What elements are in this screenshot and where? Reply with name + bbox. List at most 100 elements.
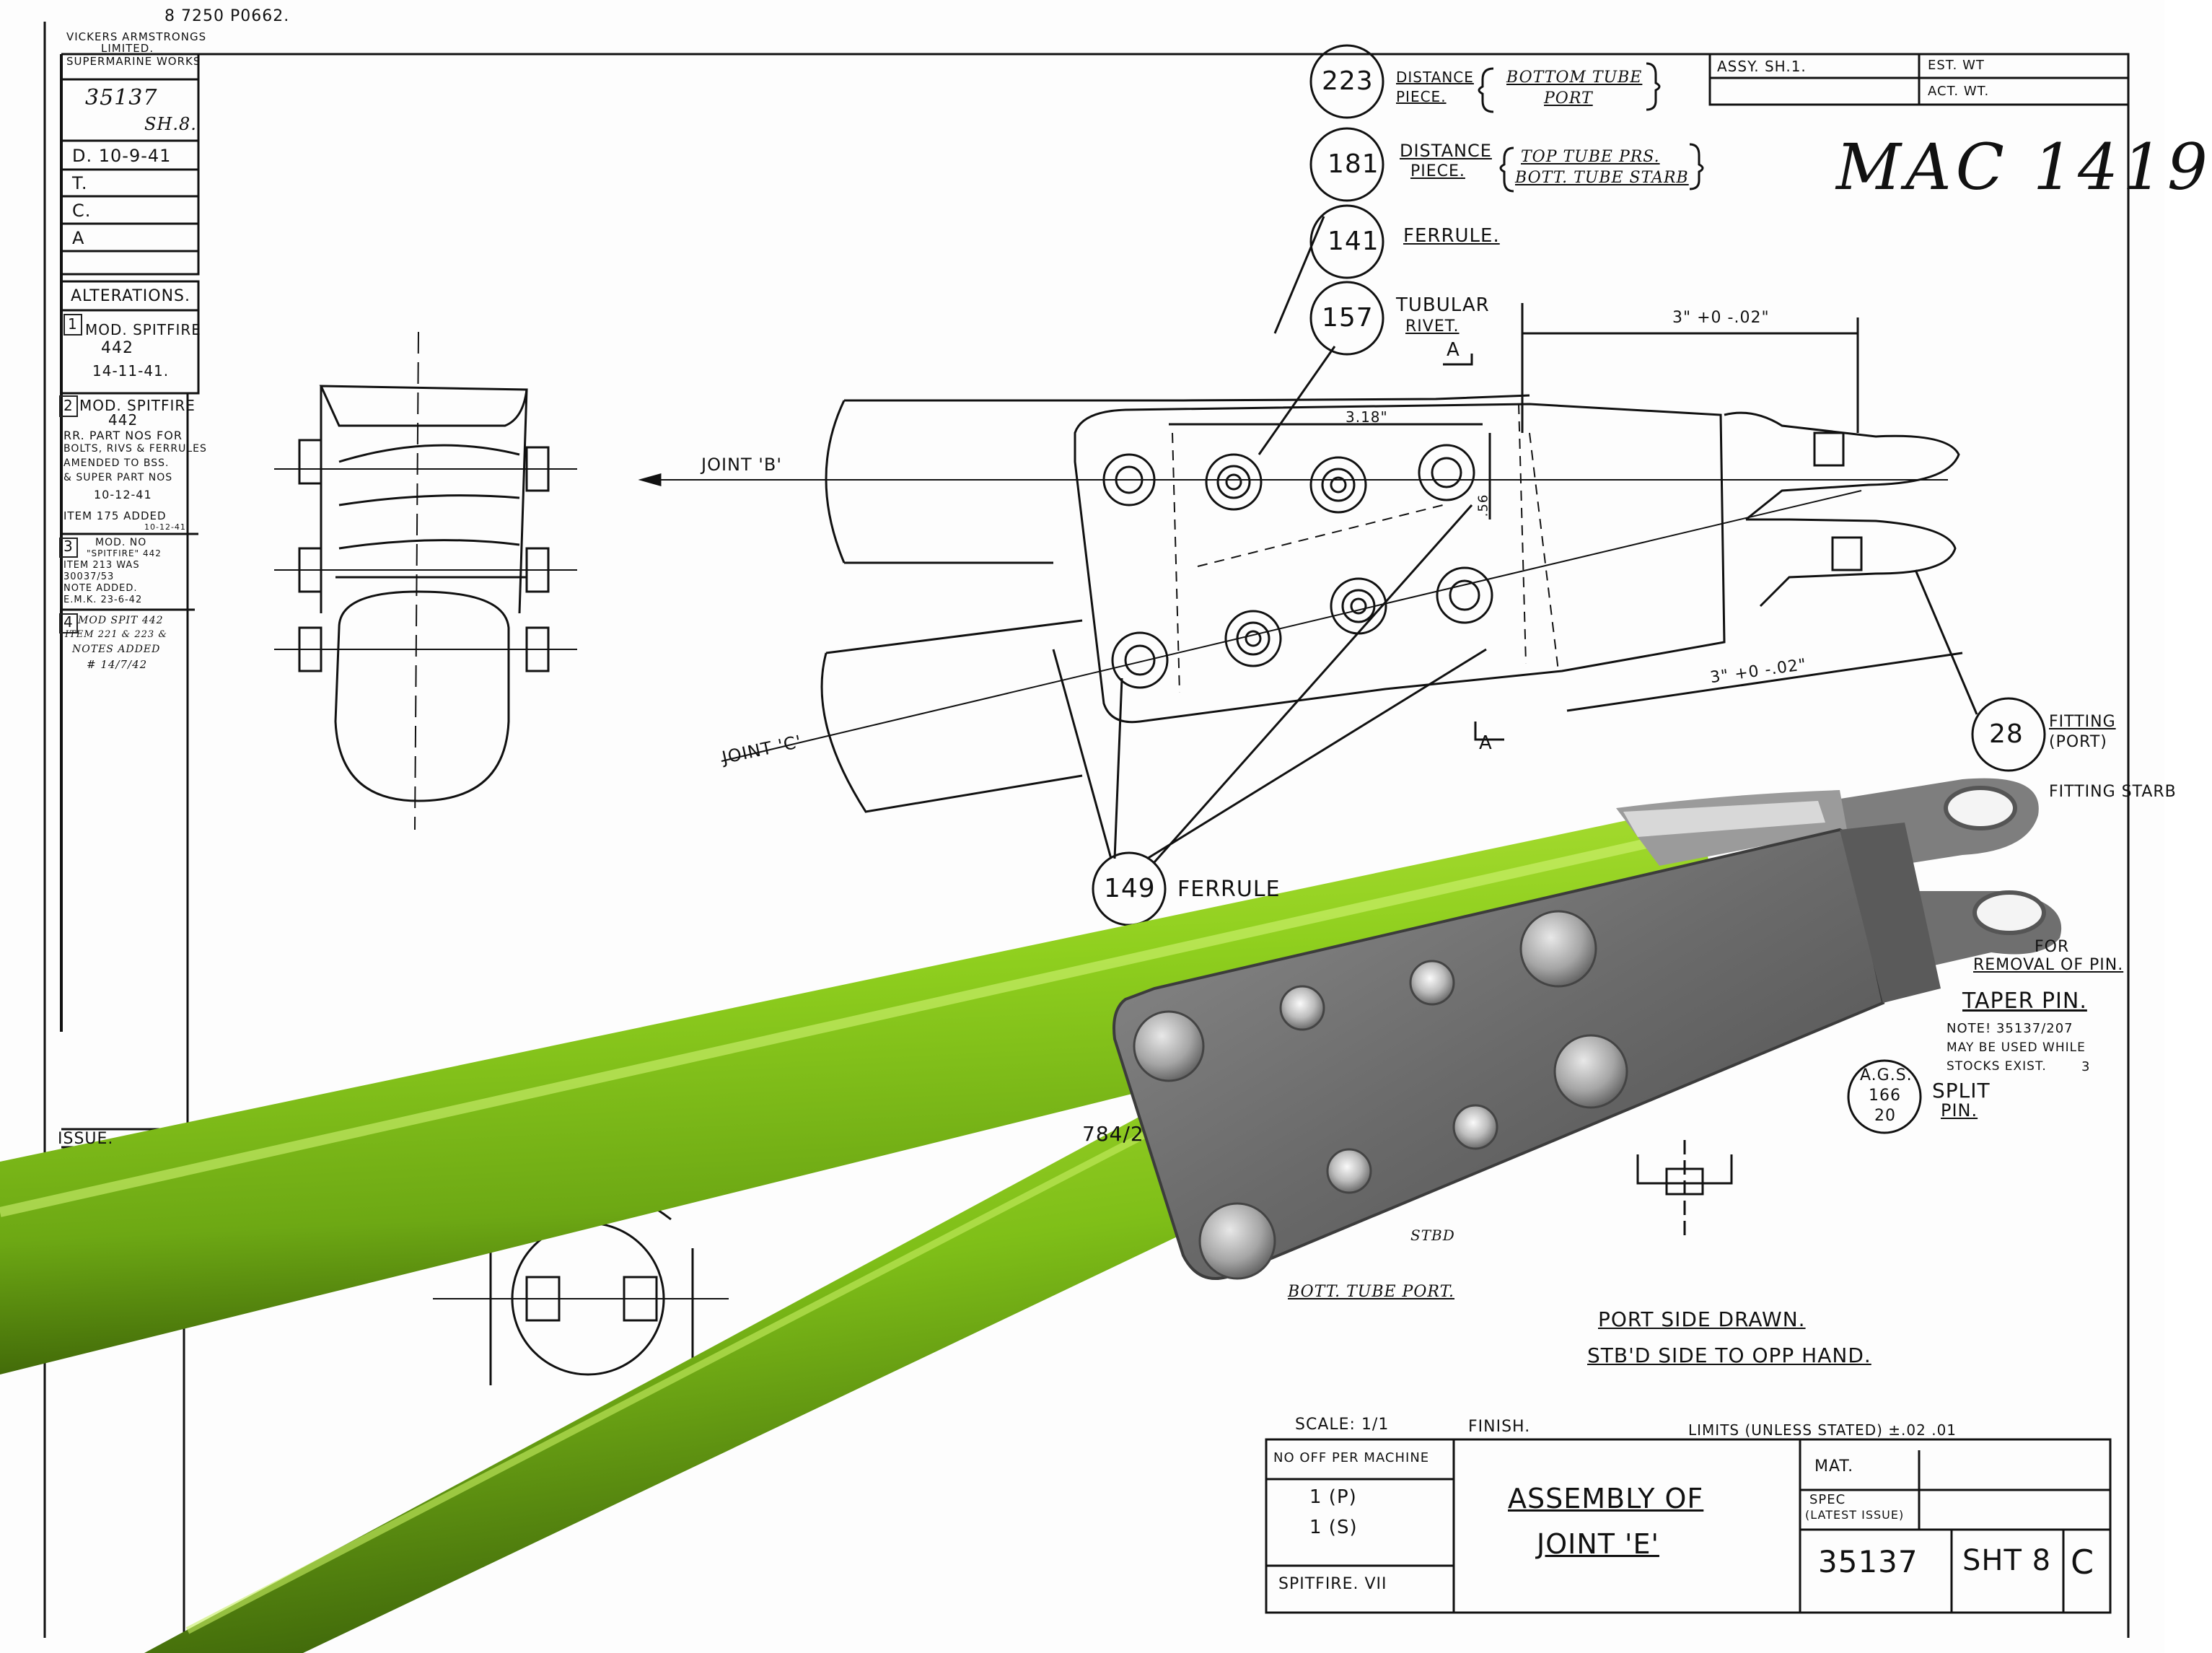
scale-label: SCALE: 1/1 (1295, 1416, 1390, 1434)
ags-line-1: A.G.S. (1860, 1066, 1913, 1084)
callout-223-note-1: BOTTOM TUBE (1506, 69, 1643, 87)
port-side-line-1: PORT SIDE DRAWN. (1598, 1307, 1806, 1331)
callout-157: 157 (1322, 303, 1374, 333)
callout-181-label-2: PIECE. (1410, 162, 1465, 180)
dim-top: 3" +0 -.02" (1672, 309, 1770, 327)
callout-149: 149 (1104, 874, 1156, 903)
callout-223-note-2: PORT (1544, 89, 1593, 108)
split-pin-1: SPLIT (1932, 1079, 1991, 1102)
alt-2-line-5: AMENDED TO BSS. (63, 457, 170, 469)
callout-223: 223 (1322, 66, 1374, 96)
removal-line-2: REMOVAL OF PIN. (1973, 956, 2124, 974)
port-side-line-2: STB'D SIDE TO OPP HAND. (1587, 1343, 1871, 1367)
rendered-bolts (1133, 910, 1628, 1280)
stbd-label: STBD (1410, 1227, 1455, 1244)
title-block-lines (1265, 1438, 2112, 1614)
section-a-top: A (1447, 339, 1460, 361)
callout-141: 141 (1327, 227, 1379, 256)
split-pin-2: PIN. (1941, 1100, 1978, 1121)
sheet-number: SHT 8 (1962, 1544, 2052, 1577)
alt-1-line-3: 14-11-41. (92, 362, 170, 380)
c-row: C. (72, 201, 92, 221)
alt-3-line-2: "SPITFIRE" 442 (87, 548, 162, 558)
top-right-border (61, 53, 2130, 1638)
callout-223-label-1: DISTANCE (1396, 69, 1474, 86)
drawing-number: 35137 (1818, 1544, 1918, 1579)
rendered-rivets (1279, 960, 1498, 1194)
removal-line-1: FOR (2035, 938, 2070, 956)
note-line-2: MAY BE USED WHILE (1947, 1040, 2086, 1055)
alt-2-line-1: MOD. SPITFIRE (79, 397, 196, 414)
callout-28: 28 (1989, 719, 2024, 749)
sheet-cell: SH.8. (144, 114, 197, 134)
top-note: 8 7250 P0662. (164, 7, 290, 25)
part-784: 784/2 (1082, 1122, 1144, 1146)
no-off-header: NO OFF PER MACHINE (1273, 1450, 1430, 1465)
alt-4-line-3: NOTES ADDED (72, 644, 161, 655)
note-rev: 3 (2081, 1059, 2091, 1074)
finish-label: FINISH. (1468, 1418, 1531, 1436)
company-line-3: SUPERMARINE WORKS (66, 55, 201, 68)
company-line-2: LIMITED. (101, 42, 154, 55)
rev-box-2: 2 (59, 395, 78, 417)
alt-2-line-8: ITEM 175 ADDED (63, 509, 167, 522)
ags-line-2: 166 (1869, 1087, 1901, 1105)
callout-149-label: FERRULE (1177, 877, 1281, 902)
date-row: D. 10-9-41 (72, 146, 172, 166)
lower-tube (144, 1093, 1259, 1653)
section-a-bottom: A (1479, 732, 1493, 754)
alterations-title: ALTERATIONS. (71, 287, 191, 305)
callout-28-label-2: (PORT) (2049, 733, 2107, 751)
callout-157-label-1: TUBULAR (1396, 294, 1490, 316)
alt-2-line-4: BOLTS, RIVS & FERRULES (63, 443, 207, 455)
alt-2-line-2: 442 (108, 411, 139, 429)
alt-1-line-2: 442 (101, 339, 133, 357)
callout-223-label-2: PIECE. (1396, 88, 1447, 105)
title-line-2: JOINT 'E' (1537, 1528, 1659, 1560)
alt-2-line-7: 10-12-41 (94, 488, 152, 501)
callout-181-label-1: DISTANCE (1400, 141, 1492, 161)
revision-letter: C (2071, 1543, 2095, 1582)
rendered-assembly (0, 778, 2062, 1653)
alt-3-line-3: ITEM 213 WAS (63, 560, 140, 571)
alt-3-line-4: 30037/53 (63, 571, 115, 582)
a-row: A (72, 228, 85, 248)
rev-box-3: 3 (59, 538, 78, 558)
no-off-value-1: 1 (P) (1309, 1486, 1357, 1508)
callout-181: 181 (1327, 149, 1379, 179)
handwritten-reference: MAC 1419 (1836, 130, 2212, 204)
drawing-number-cell: 35137 (85, 85, 158, 110)
dim-56: .56 (1475, 494, 1491, 517)
assy-label: ASSY. SH.1. (1717, 58, 1807, 75)
callout-181-note-1: TOP TUBE PRS. (1521, 148, 1660, 166)
alt-3-line-6: E.M.K. 23-6-42 (63, 595, 143, 605)
upper-tube (0, 804, 1717, 1374)
mat-label: MAT. (1814, 1457, 1854, 1476)
alt-2-line-9: 10-12-41 (144, 522, 186, 532)
note-line-3: STOCKS EXIST. (1947, 1059, 2047, 1074)
act-wt-label: ACT. WT. (1928, 84, 1990, 99)
ags-line-3: 20 (1874, 1107, 1896, 1125)
aircraft-label: SPITFIRE. VII (1278, 1575, 1387, 1593)
callout-circle-223 (1309, 44, 1384, 119)
title-line-1: ASSEMBLY OF (1508, 1483, 1704, 1514)
alt-4-line-1: MOD SPIT 442 (78, 615, 164, 626)
callout-circle-157 (1309, 281, 1384, 356)
alt-4-line-2: ITEM 221 & 223 & (65, 629, 167, 640)
callout-circle-ags (1847, 1059, 1922, 1134)
bott-tube-port: BOTT. TUBE PORT. (1288, 1283, 1455, 1301)
note-line-1: NOTE! 35137/207 (1947, 1021, 2073, 1036)
joint-b-label: JOINT 'B' (701, 455, 782, 475)
limits-label: LIMITS (UNLESS STATED) ±.02 .01 (1688, 1421, 1957, 1439)
alt-2-line-3: RR. PART NOS FOR (63, 429, 183, 442)
callout-circle-28 (1971, 697, 2046, 772)
callout-circle-181 (1309, 127, 1384, 202)
alt-4-line-4: # 14/7/42 (87, 658, 148, 671)
end-view (274, 331, 577, 830)
rev-box-4: 4 (59, 613, 78, 633)
fitting-starb: FITTING STARB (2049, 783, 2177, 801)
alt-3-line-5: NOTE ADDED. (63, 583, 138, 594)
rev-box-1: 1 (63, 314, 82, 336)
spec-label-2: (LATEST ISSUE) (1805, 1508, 1905, 1522)
fitting-plate (1112, 828, 1885, 1280)
